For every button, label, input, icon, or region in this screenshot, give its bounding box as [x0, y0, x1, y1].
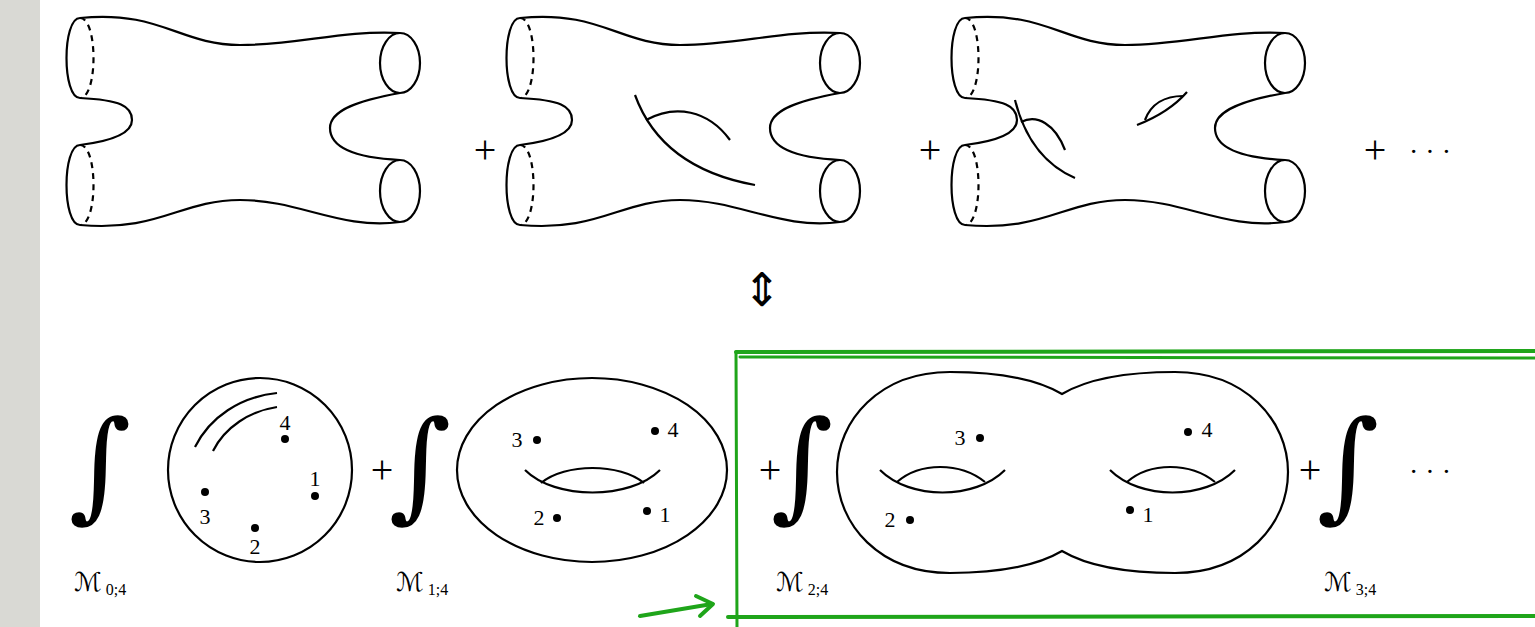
- plus-sign: +: [474, 130, 497, 170]
- puncture-dot: [643, 507, 651, 515]
- surface-outline: [455, 375, 730, 565]
- puncture-dot: [311, 492, 319, 500]
- puncture-label: 1: [310, 468, 321, 490]
- integral-sign: ∫: [69, 405, 132, 525]
- puncture-dot: [201, 488, 209, 496]
- puncture-label: 4: [1202, 419, 1213, 441]
- plus-sign: +: [919, 130, 942, 170]
- moduli-subscript: 0;4: [106, 582, 126, 598]
- puncture-dot: [281, 435, 289, 443]
- puncture-dot: [1184, 428, 1192, 436]
- puncture-label: 4: [668, 419, 679, 441]
- highlight-box: [728, 351, 1535, 627]
- puncture-label: 1: [1143, 504, 1154, 526]
- puncture-label: 2: [250, 536, 261, 558]
- integral-sign: ∫: [1317, 405, 1380, 525]
- torus-surface: 3 4 2 1: [455, 375, 730, 565]
- puncture-label: 2: [534, 507, 545, 529]
- plus-sign: +: [1364, 130, 1387, 170]
- ellipsis: · · ·: [1409, 458, 1451, 486]
- panel: [40, 0, 1535, 627]
- puncture-dot: [553, 514, 561, 522]
- worldsheet-two-loop: [952, 17, 1306, 226]
- worldsheet-one-loop: [507, 17, 861, 226]
- integral-sign: ∫: [389, 405, 452, 525]
- puncture-label: 2: [885, 509, 896, 531]
- moduli-space-symbol: ℳ: [396, 569, 424, 595]
- moduli-subscript: 3;4: [1356, 582, 1376, 598]
- puncture-dot: [651, 427, 659, 435]
- moduli-space-symbol: ℳ: [74, 569, 102, 595]
- integral-sign: ∫: [771, 405, 834, 525]
- puncture-label: 3: [200, 506, 211, 528]
- puncture-dot: [906, 516, 914, 524]
- equivalence-arrow: ⇕: [743, 267, 782, 313]
- genus-two-surface: 3 4 2 1: [835, 370, 1290, 575]
- puncture-dot: [533, 436, 541, 444]
- puncture-label: 3: [512, 429, 523, 451]
- ellipsis: · · ·: [1409, 138, 1451, 166]
- puncture-label: 1: [660, 504, 671, 526]
- riemann-sphere: 4 1 3 2: [165, 375, 355, 565]
- surface-outline: [835, 370, 1290, 575]
- highlight-arrow: [640, 596, 713, 616]
- puncture-dot: [1126, 506, 1134, 514]
- moduli-subscript: 2;4: [808, 582, 828, 598]
- puncture-dot: [251, 524, 259, 532]
- puncture-dot: [976, 434, 984, 442]
- moduli-space-symbol: ℳ: [776, 569, 804, 595]
- moduli-space-symbol: ℳ: [1324, 569, 1352, 595]
- puncture-label: 3: [955, 427, 966, 449]
- worldsheet-tree: [67, 17, 421, 226]
- moduli-subscript: 1;4: [428, 582, 448, 598]
- puncture-label: 4: [280, 412, 291, 434]
